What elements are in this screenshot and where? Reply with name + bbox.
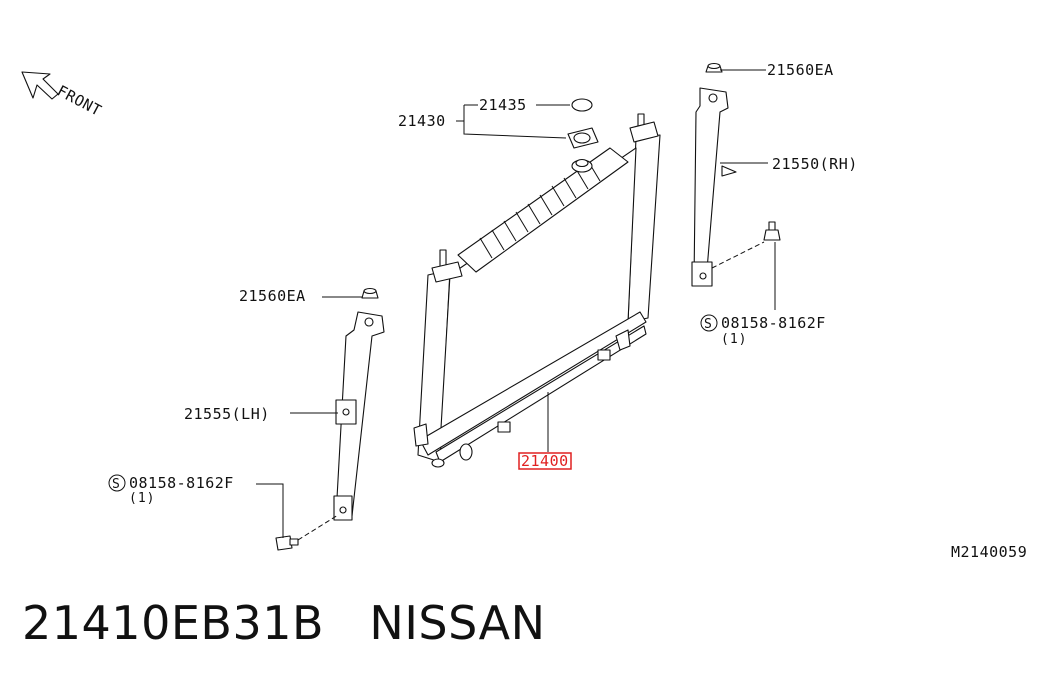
front-label: FRONT: [54, 82, 105, 120]
part-number-caption: 21410EB31B NISSAN: [22, 596, 546, 650]
radiator-callout-highlight: [518, 452, 572, 470]
callout-21560ea-lh: 21560EA: [239, 287, 306, 305]
callout-21560ea-rh: 21560EA: [767, 61, 834, 79]
rh-mount-rubber: [705, 62, 723, 73]
callout-21550-rh: 21550(RH): [772, 155, 858, 173]
callout-21435: 21435: [479, 96, 527, 114]
leader-lines: [256, 69, 776, 538]
rh-bolt: [763, 221, 781, 241]
lh-bolt: [275, 535, 299, 551]
callout-21555-lh: 21555(LH): [184, 405, 270, 423]
front-arrow-icon: [21, 71, 59, 100]
callout-08158-lh: 08158-8162F: [129, 474, 234, 492]
radiator-exploded-diagram: FRONT: [21, 61, 1027, 561]
lh-mount-rubber: [361, 287, 379, 299]
radiator-core: [413, 113, 661, 468]
callout-21430: 21430: [398, 112, 446, 130]
svg-text:S: S: [112, 477, 121, 492]
cap-gasket-ring: [571, 98, 593, 112]
callout-08158-rh: 08158-8162F: [721, 314, 826, 332]
bolt-symbol-lh: S: [108, 474, 126, 492]
lh-bracket: [333, 311, 385, 521]
diagram-code: M2140059: [951, 543, 1027, 561]
svg-text:S: S: [704, 317, 713, 332]
callout-qty-rh: (1): [721, 332, 747, 347]
callout-qty-lh: (1): [129, 491, 155, 506]
callout-21400[interactable]: 21400: [521, 452, 569, 470]
radiator-cap: [567, 127, 599, 149]
bolt-symbol-rh: S: [700, 314, 718, 332]
rh-bracket: [691, 87, 737, 287]
